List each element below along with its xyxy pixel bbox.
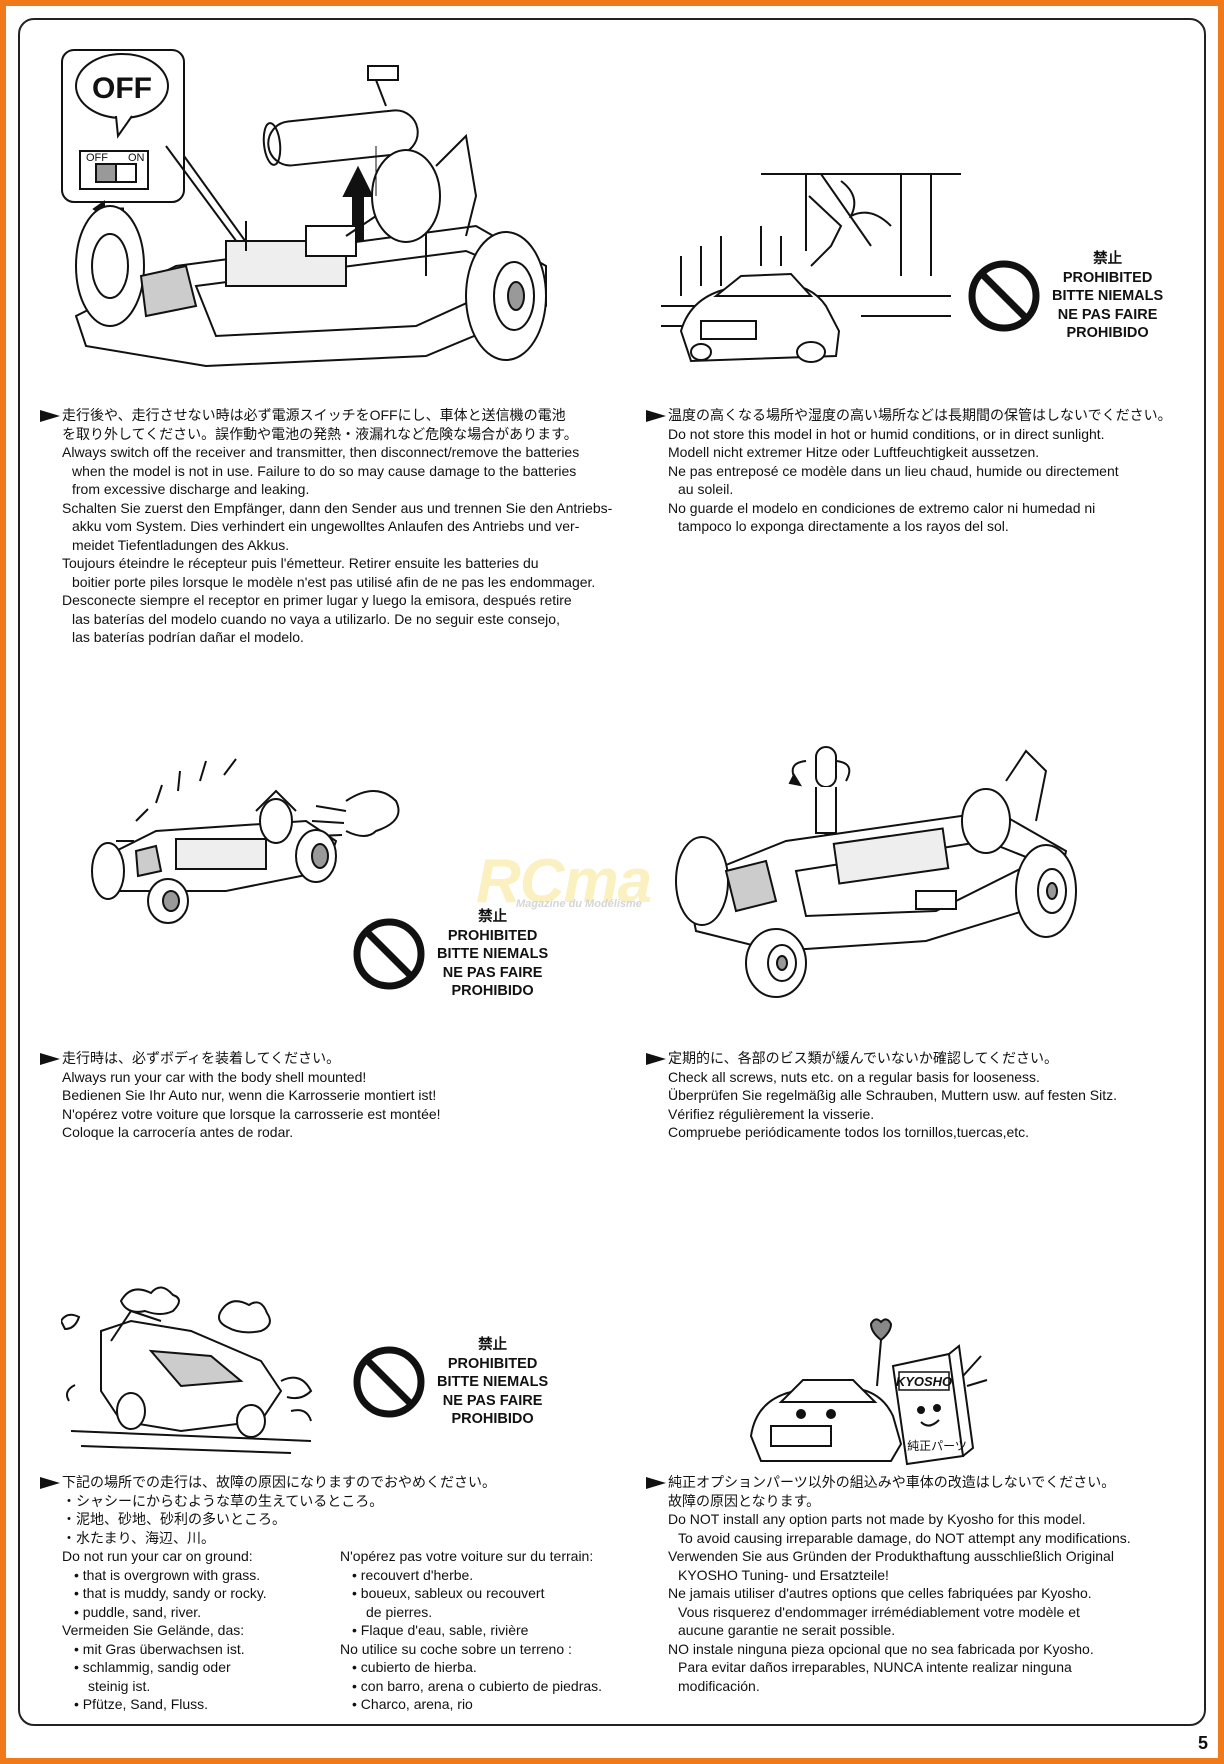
screw-check-illustration xyxy=(666,741,1116,1001)
warning-storage-text: 温度の高くなる場所や湿度の高い場所などは長期間の保管はしないでください。 Do … xyxy=(646,406,1206,536)
pointer-triangle-icon xyxy=(646,1477,666,1489)
pointer-triangle-icon xyxy=(40,1477,60,1489)
warning-body-text: 走行時は、必ずボディを装着してください。 Always run your car… xyxy=(40,1049,620,1142)
svg-text:OFF: OFF xyxy=(86,152,108,164)
page-frame xyxy=(18,18,1206,1726)
warning-option-parts-text: 純正オプションパーツ以外の組込みや車体の改造はしないでください。 故障の原因とな… xyxy=(646,1473,1206,1695)
kyosho-parts-illustration: KYOSHO 純正パーツ xyxy=(741,1316,991,1466)
prohibited-sign-1: 禁止 PROHIBITED BITTE NIEMALS NE PAS FAIRE… xyxy=(966,250,1163,343)
kyosho-box-label: 純正パーツ xyxy=(907,1439,967,1453)
prohibited-sign-2: 禁止 PROHIBITED BITTE NIEMALS NE PAS FAIRE… xyxy=(351,908,548,1001)
terrain-list-right: N'opérez pas votre voiture sur du terrai… xyxy=(340,1548,603,1712)
svg-text:ON: ON xyxy=(128,152,145,164)
off-big-label: OFF xyxy=(92,72,152,105)
pointer-triangle-icon xyxy=(40,410,60,422)
pointer-triangle-icon xyxy=(40,1053,60,1065)
prohibited-icon xyxy=(968,260,1040,332)
rough-ground-car-illustration xyxy=(61,1281,331,1456)
pointer-triangle-icon xyxy=(646,1053,666,1065)
rcmag-watermark: RCma Magazine du Modélisme xyxy=(476,847,652,916)
pointer-triangle-icon xyxy=(646,410,666,422)
kyosho-box-brand: KYOSHO xyxy=(896,1374,952,1389)
prohibited-icon xyxy=(353,918,425,990)
warning-terrain-text: 下記の場所での走行は、故障の原因になりますのでおやめください。 ・シャシーにから… xyxy=(40,1473,640,1547)
terrain-list-left: Do not run your car on ground: • that is… xyxy=(62,1548,267,1712)
battery-removal-illustration: OFF OFF ON xyxy=(46,36,586,386)
warning-screws-text: 定期的に、各部のビス類が緩んでいないか確認してください。 Check all s… xyxy=(646,1049,1206,1142)
chassis-no-body-illustration xyxy=(76,751,416,926)
prohibited-icon xyxy=(353,1346,425,1418)
prohibited-sign-3: 禁止 PROHIBITED BITTE NIEMALS NE PAS FAIRE… xyxy=(351,1336,548,1429)
page-number: 5 xyxy=(1197,1733,1208,1753)
warning-battery-text: 走行後や、走行させない時は必ず電源スイッチをOFFにし、車体と送信機の電池 を取… xyxy=(40,406,630,647)
sunlight-car-illustration xyxy=(661,156,961,371)
